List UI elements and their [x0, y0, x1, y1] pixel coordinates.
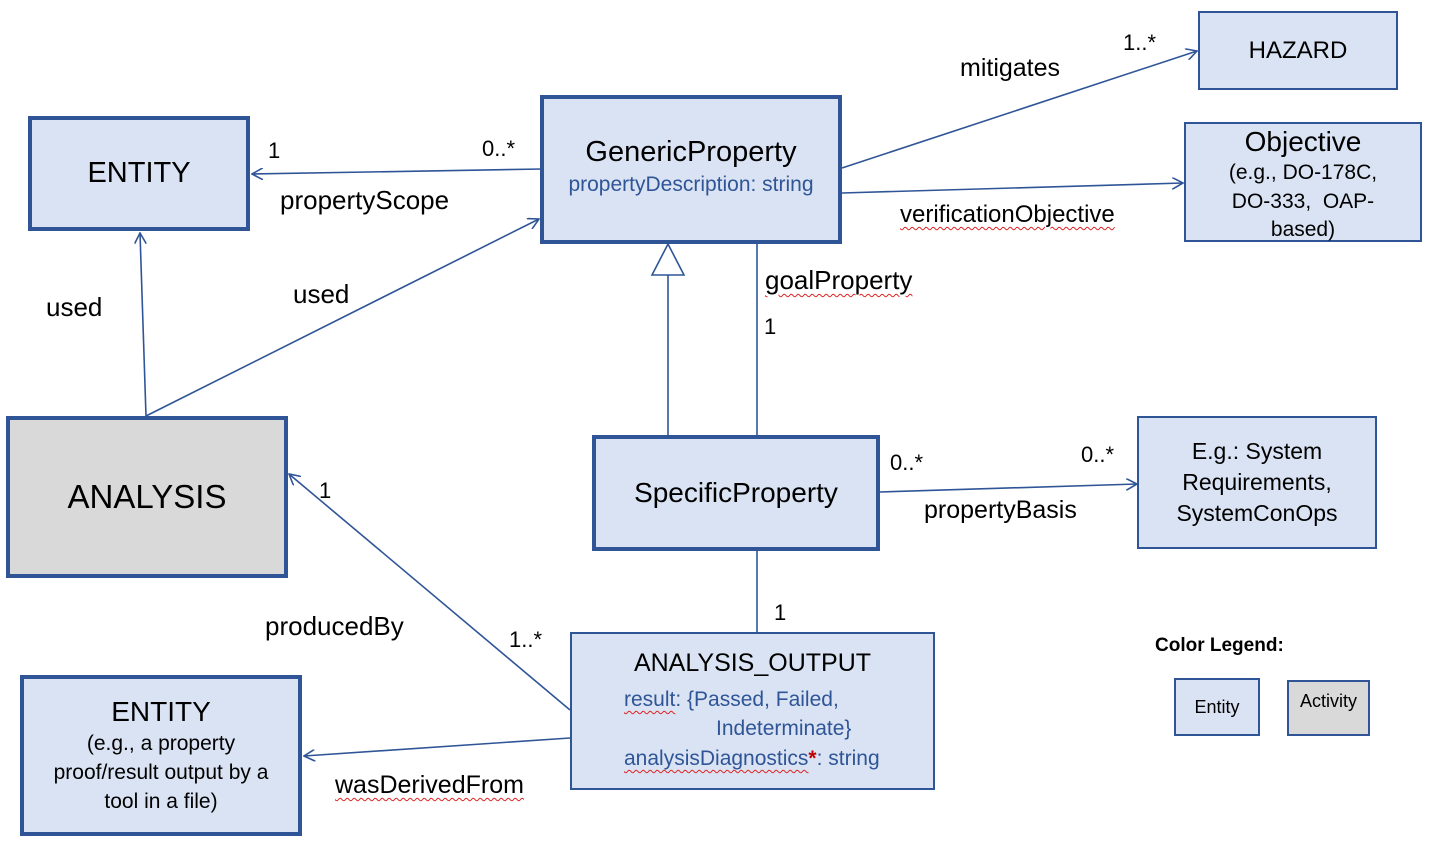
hazard-title: HAZARD [1248, 36, 1348, 64]
legend-title: Color Legend: [1155, 635, 1284, 656]
produced-by-connector [289, 474, 571, 711]
analysis-output-title: ANALYSIS_OUTPUT [633, 649, 872, 677]
objective-title: Objective [1244, 126, 1362, 157]
property-basis-connector [879, 484, 1137, 493]
mitigates-dst-mult: 1..* [1123, 30, 1157, 55]
analysis-output-box: ANALYSIS_OUTPUT result: {Passed, Failed,… [570, 632, 935, 790]
mitigates-label: mitigates [960, 54, 1061, 82]
entity-bottom-line-1: (e.g., a property [86, 732, 236, 755]
objective-line-3: based) [1270, 218, 1336, 241]
basis-line-3: SystemConOps [1176, 500, 1338, 526]
result-attr-values-2: Indeterminate} [716, 717, 852, 740]
output-link-mult: 1 [774, 600, 787, 625]
analysis-title: ANALYSIS [67, 478, 227, 515]
specific-property-box: SpecificProperty [592, 435, 880, 551]
diagnostics-attr-type: : string [816, 747, 880, 770]
property-scope-label: propertyScope [280, 185, 450, 215]
property-basis-dst-mult: 0..* [1081, 442, 1115, 467]
produced-by-src-mult: 1..* [509, 627, 543, 652]
goal-property-label: goalProperty [765, 265, 913, 295]
property-scope-dst-mult: 1 [268, 138, 281, 163]
objective-line-2: DO-333, OAP- [1231, 190, 1375, 213]
generic-property-box: GenericProperty propertyDescription: str… [540, 95, 842, 244]
entity-bottom-title: ENTITY [111, 696, 211, 727]
generalization-arrowhead [650, 242, 686, 276]
entity-bottom-line-3: tool in a file) [104, 790, 218, 813]
property-basis-label: propertyBasis [924, 496, 1077, 524]
was-derived-from-connector [304, 737, 571, 756]
result-attr-values-1: : {Passed, Failed, [675, 688, 839, 711]
used-entity-label: used [46, 292, 103, 322]
entity-bottom-box: ENTITY (e.g., a property proof/result ou… [20, 675, 302, 836]
property-basis-src-mult: 0..* [890, 450, 924, 475]
diagnostics-attr-name: analysisDiagnostics [624, 747, 809, 770]
mitigates-connector [841, 51, 1197, 169]
legend-activity-label: Activity [1299, 691, 1357, 711]
basis-line-2: Requirements, [1182, 469, 1332, 495]
produced-by-label: producedBy [265, 611, 404, 641]
specific-property-title: SpecificProperty [634, 477, 838, 508]
legend-entity-label: Entity [1194, 696, 1240, 717]
property-basis-box: E.g.: System Requirements, SystemConOps [1137, 416, 1377, 549]
diagnostics-attribute: analysisDiagnostics*: string [624, 744, 880, 774]
analysis-box: ANALYSIS [6, 416, 288, 578]
result-attribute: result: {Passed, Failed, [624, 685, 839, 714]
generic-property-title: GenericProperty [585, 136, 797, 168]
generic-property-attribute: propertyDescription: string [568, 173, 814, 196]
entity-top-box: ENTITY [28, 116, 250, 231]
entity-bottom-line-2: proof/result output by a [53, 761, 269, 784]
property-scope-connector [252, 169, 543, 174]
used-entity-connector [140, 233, 147, 417]
used-property-connector [145, 219, 539, 417]
objective-line-1: (e.g., DO-178C, [1228, 161, 1378, 184]
legend-entity-swatch: Entity [1174, 678, 1260, 736]
diagnostics-required-mark: * [808, 747, 817, 770]
result-attr-name: result [624, 688, 676, 711]
property-scope-src-mult: 0..* [482, 136, 516, 161]
objective-box: Objective (e.g., DO-178C, DO-333, OAP- b… [1184, 122, 1422, 242]
used-property-label: used [293, 279, 350, 309]
was-derived-from-label: wasDerivedFrom [335, 771, 524, 799]
basis-line-1: E.g.: System [1191, 438, 1323, 464]
legend-activity-swatch: Activity [1287, 680, 1370, 736]
goal-property-mult: 1 [764, 314, 777, 339]
verification-objective-connector [841, 183, 1183, 194]
produced-by-dst-mult: 1 [319, 478, 332, 503]
entity-top-title: ENTITY [87, 157, 191, 189]
verification-objective-label: verificationObjective [900, 201, 1115, 228]
hazard-box: HAZARD [1198, 11, 1398, 90]
